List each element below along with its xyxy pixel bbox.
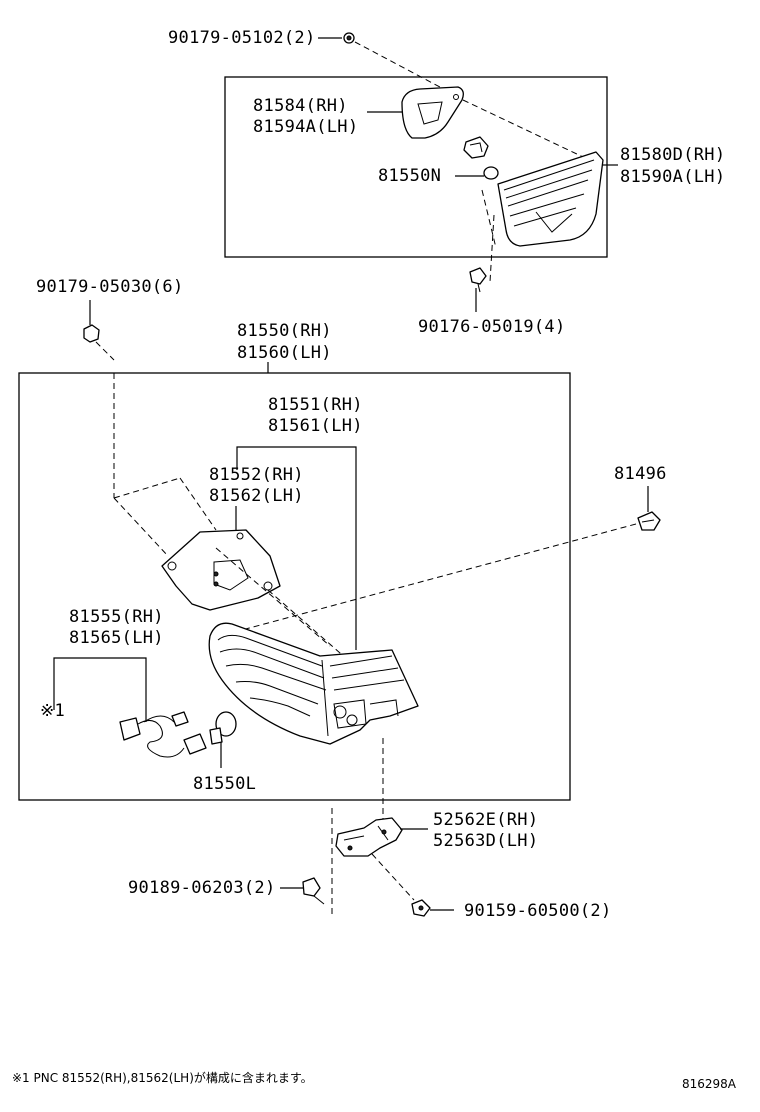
label-90159-60500: 90159-60500(2) [464,901,612,921]
bulb-81550l-icon [209,711,237,745]
label-81590a: 81590A(LH) [620,167,725,187]
lamp-gasket-icon [161,529,281,611]
inner-lamp-group-box [224,76,608,258]
label-52562e: 52562E(RH) [433,810,538,830]
inner-lamp-icon [497,151,604,247]
label-90179-05030: 90179-05030(6) [36,277,184,297]
wire-harness-icon [119,711,207,758]
label-90179-05102: 90179-05102(2) [168,28,316,48]
screw-90159-icon [411,899,431,917]
label-81562: 81562(LH) [209,486,304,506]
bracket-81555 [53,657,147,722]
label-81550: 81550(RH) [237,321,332,341]
bracket-52562e-icon [335,817,403,857]
socket-icon [463,136,489,159]
label-81561: 81561(LH) [268,416,363,436]
bracket-81551 [236,446,357,650]
dash-nut-route-b [113,477,181,499]
label-81552: 81552(RH) [209,465,304,485]
dash-90179-05030 [95,341,115,361]
dash-screw-right [371,853,415,901]
label-81550l: 81550L [193,774,256,794]
label-note-mark: ※1 [40,701,65,721]
label-81594a: 81594A(LH) [253,117,358,137]
label-81565: 81565(LH) [69,628,164,648]
diagram-id: 816298A [682,1077,737,1091]
footnote: ※1 PNC 81552(RH),81562(LH)が構成に含まれます。 [12,1070,313,1085]
nut-90179-05030-icon [83,324,100,343]
screw-90176-icon [469,267,487,293]
rear-lamp-group-box [18,372,571,801]
label-81550n: 81550N [378,166,441,186]
label-81555: 81555(RH) [69,607,164,627]
nut-90179-05102-icon [343,32,355,44]
label-81551: 81551(RH) [268,395,363,415]
dash-90179-05102 [354,41,456,96]
label-81580d: 81580D(RH) [620,145,725,165]
label-81584: 81584(RH) [253,96,348,116]
dash-gasket-lens-b [215,547,331,647]
dash-socket [462,99,601,166]
dash-81496 [241,523,637,631]
clip-81496-icon [637,511,661,531]
clip-90189-icon [302,877,325,905]
dash-90176-b [489,214,495,283]
dash-gasket-lens [267,589,349,661]
dash-nut-route-d [179,477,217,531]
label-81496: 81496 [614,464,667,484]
lamp-cover-icon [401,86,464,139]
label-90176-05019: 90176-05019(4) [418,317,566,337]
label-81560: 81560(LH) [237,343,332,363]
bulb-81550n-icon [483,166,499,180]
tail-lamp-icon [208,622,419,745]
dash-nut-route-c [113,497,169,557]
label-52563d: 52563D(LH) [433,831,538,851]
label-90189-06203: 90189-06203(2) [128,878,276,898]
